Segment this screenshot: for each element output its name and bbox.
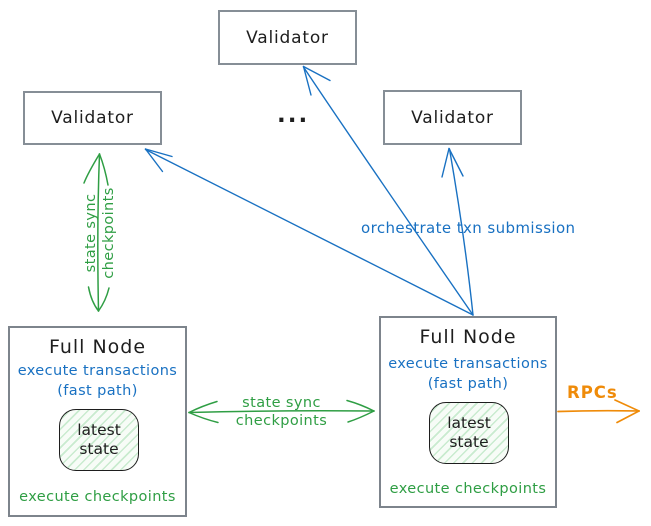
full-node-left-latest-state-box: latest state (59, 409, 139, 471)
full-node-right-title: Full Node (419, 326, 517, 348)
state-sync-vertical-label-line1: state sync (83, 193, 99, 273)
state-sync-horizontal-label: state sync checkpoints (211, 394, 352, 430)
full-node-left-title: Full Node (48, 336, 147, 358)
full-node-left-fast-path: (fast path) (57, 383, 138, 399)
arrowhead (441, 147, 450, 178)
state-sync-vertical-label-line2: checkpoints (101, 187, 117, 279)
latest-state-line1: latest (447, 414, 491, 432)
validator-box-left: Validator (23, 91, 162, 145)
state-sync-vertical-label: state sync checkpoints (82, 167, 122, 299)
more-validators-ellipsis: ... (277, 102, 310, 128)
arrow-rpcs (557, 399, 640, 424)
full-node-right-execute-transactions: execute transactions (388, 356, 548, 372)
arrowhead (144, 148, 164, 173)
validator-right-label: Validator (411, 107, 494, 128)
arrowhead (616, 410, 640, 424)
full-node-left-execute-checkpoints: execute checkpoints (19, 489, 176, 505)
latest-state-line2: state (79, 440, 119, 458)
full-node-right-execute-checkpoints: execute checkpoints (389, 481, 547, 497)
arrowhead (614, 399, 640, 412)
full-node-box-right: Full Node execute transactions (fast pat… (379, 316, 557, 508)
latest-state-line2: state (449, 433, 489, 451)
full-node-left-execute-transactions: execute transactions (17, 363, 178, 379)
state-sync-horizontal-label-line1: state sync (242, 395, 321, 411)
full-node-right-fast-path: (fast path) (427, 376, 509, 392)
validator-box-right: Validator (383, 90, 522, 145)
validator-top-label: Validator (246, 27, 329, 48)
arrowhead (302, 65, 312, 96)
arrowhead (448, 147, 464, 177)
arrowhead (302, 65, 331, 82)
orchestrate-txn-submission-label: orchestrate txn submission (361, 219, 576, 237)
full-node-box-left: Full Node execute transactions (fast pat… (8, 326, 187, 517)
rpcs-label: RPCs (567, 383, 618, 402)
state-sync-horizontal-label-line2: checkpoints (235, 413, 328, 429)
full-node-right-latest-state-box: latest state (429, 402, 509, 464)
validator-box-top: Validator (218, 10, 357, 65)
validator-left-label: Validator (51, 108, 134, 128)
arrowhead (144, 148, 173, 158)
arrow-shaft (557, 409, 640, 413)
latest-state-line1: latest (77, 421, 121, 439)
